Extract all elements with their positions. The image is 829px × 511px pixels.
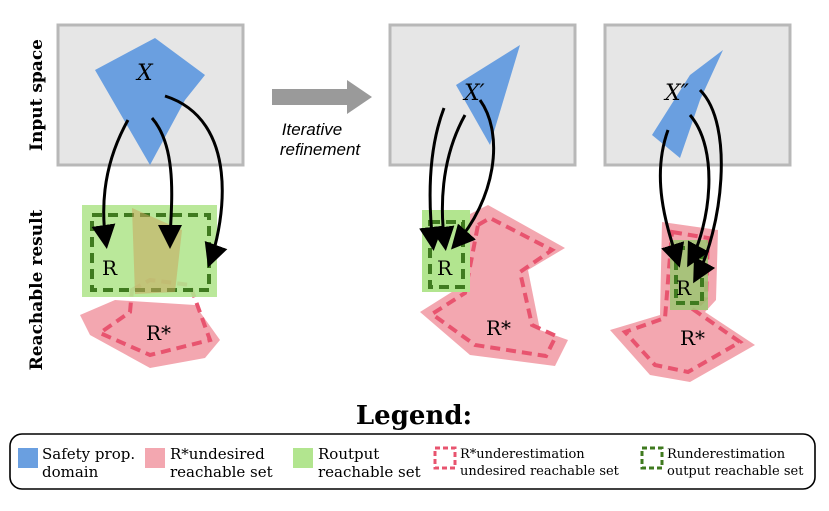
legend-swatch-red bbox=[145, 448, 165, 468]
legend-title: Legend: bbox=[356, 401, 472, 431]
legend-2-line2: reachable set bbox=[170, 463, 273, 481]
symbol-rstar-3: R* bbox=[680, 326, 705, 350]
legend-5-line1: underestimation bbox=[677, 447, 786, 462]
arrow-3c bbox=[693, 88, 723, 284]
legend-3-symbol: R bbox=[318, 445, 330, 463]
legend-swatch-blue bbox=[18, 448, 38, 468]
legend-swatch-green-dashed bbox=[640, 446, 664, 470]
symbol-r-1: R bbox=[102, 256, 118, 280]
symbol-x-double-prime: X″ bbox=[663, 81, 690, 106]
legend-3-line2: reachable set bbox=[318, 463, 421, 481]
iterative-label-2: refinement bbox=[280, 140, 362, 159]
arrow-1b bbox=[150, 117, 183, 249]
legend-box bbox=[9, 433, 816, 490]
legend-swatch-green bbox=[293, 448, 313, 468]
legend-2-symbol: R bbox=[170, 445, 182, 463]
input-space-label: Input space bbox=[27, 39, 47, 151]
legend-3-line1-text: Routput bbox=[318, 445, 379, 463]
legend-1-line2: domain bbox=[42, 463, 99, 481]
legend-5-line1-text: Runderestimation bbox=[667, 447, 786, 462]
legend-2-line1: *undesired bbox=[181, 445, 265, 463]
undesired-reachable-set-1 bbox=[80, 300, 220, 368]
iterative-label-1: Iterative bbox=[282, 120, 342, 139]
arrow-3b bbox=[687, 114, 711, 268]
safety-domain-x-prime bbox=[456, 45, 520, 145]
legend-4-line1: *underestimation bbox=[470, 447, 586, 462]
safety-domain-x-double-prime bbox=[652, 50, 723, 158]
symbol-rstar-2: R* bbox=[486, 316, 511, 340]
undesired-underestimation-1 bbox=[95, 277, 213, 358]
output-underestimation-2 bbox=[428, 220, 465, 289]
arrow-1a bbox=[91, 119, 130, 249]
refinement-arrow bbox=[272, 80, 372, 114]
reachable-result-label: Reachable result bbox=[27, 209, 47, 370]
arrow-2c bbox=[451, 99, 496, 250]
symbol-x-prime: X′ bbox=[462, 81, 485, 106]
symbol-x: X bbox=[135, 61, 154, 86]
safety-domain-x bbox=[95, 38, 205, 165]
legend-4-line2: undesired reachable set bbox=[460, 464, 620, 479]
output-underestimation-3 bbox=[674, 246, 704, 305]
legend-swatch-red-dashed bbox=[433, 446, 457, 470]
legend-3-line1: output bbox=[329, 445, 379, 463]
arrow-1c bbox=[164, 94, 228, 268]
symbol-r-3: R bbox=[676, 276, 692, 300]
legend-5-symbol: R bbox=[667, 447, 678, 462]
legend-1-line1: Safety prop. bbox=[42, 445, 135, 463]
symbol-rstar-1: R* bbox=[146, 321, 171, 345]
legend-4-symbol: R bbox=[460, 447, 471, 462]
symbol-r-2: R bbox=[437, 256, 453, 280]
arrow-3a bbox=[658, 129, 685, 268]
arrow-2b bbox=[430, 114, 467, 251]
legend-5-line2: output reachable set bbox=[667, 464, 804, 479]
legend-2-line1-text: R*undesired bbox=[170, 445, 265, 463]
legend-4-line1-text: R*underestimation bbox=[460, 447, 585, 462]
